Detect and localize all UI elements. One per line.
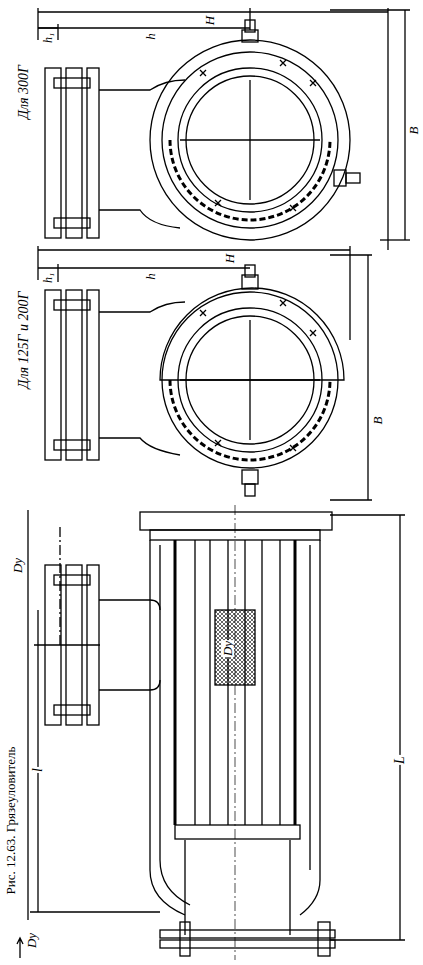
dimension-label: Для 300Г: [17, 64, 31, 120]
section-view: [17, 505, 405, 960]
dimension-label: l: [31, 767, 45, 773]
top-view: [38, 8, 410, 250]
dimension-label: В: [371, 415, 384, 425]
dimension-label: L: [393, 755, 407, 765]
dimension-label: В: [407, 125, 420, 135]
dimension-label: h₁: [42, 32, 54, 44]
figure-caption: Рис. 12.63. Грязеуловитель: [5, 745, 18, 895]
dimension-label: Dу: [25, 931, 38, 948]
dimension-label: h: [144, 32, 157, 41]
middle-view: [38, 246, 372, 500]
dimension-label: h: [144, 272, 157, 281]
dimension-label: H: [203, 14, 216, 25]
dimension-label: H: [223, 252, 236, 263]
dimension-label: Dу: [11, 556, 24, 573]
dimension-label: h₁: [42, 272, 54, 284]
dimension-label: Dу: [221, 639, 234, 656]
dimension-label: Для 125Г и 200Г: [17, 291, 31, 390]
